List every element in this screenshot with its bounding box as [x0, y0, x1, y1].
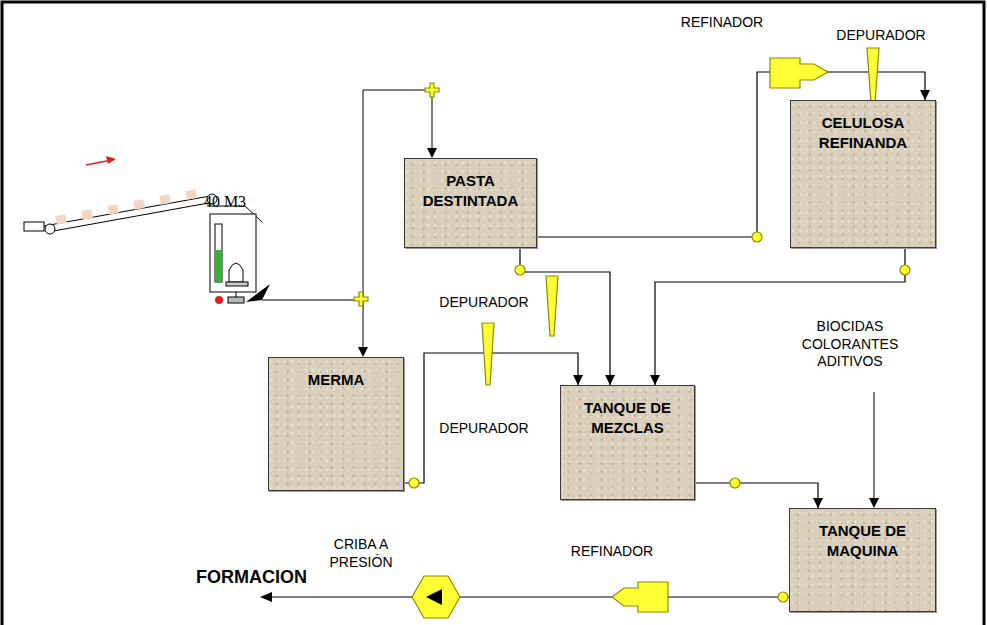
process-tank: CELULOSA REFINANDA	[790, 100, 936, 248]
equipment-label: CRIBA A PRESIÓN	[318, 536, 404, 571]
equipment-label: BIOCIDAS COLORANTES ADITIVOS	[790, 318, 910, 371]
conveyor	[24, 156, 217, 234]
equipment-label: 40 M3	[195, 192, 255, 212]
output-line	[270, 597, 789, 598]
tank-label: PASTA DESTINTADA	[411, 171, 530, 210]
equipment-label: DEPURADOR	[826, 27, 936, 45]
process-tank: MERMA	[268, 357, 404, 491]
pipe-connector	[520, 248, 615, 385]
process-tank: TANQUE DE MEZCLAS	[560, 385, 695, 500]
equipment-label: REFINADOR	[560, 543, 664, 561]
tank-label: TANQUE DE MEZCLAS	[567, 398, 688, 437]
tank-label: MERMA	[275, 370, 397, 390]
additive-line	[874, 392, 875, 500]
pulper-tank	[207, 206, 270, 304]
process-tank: TANQUE DE MAQUINA	[789, 508, 936, 612]
pipe-connector	[404, 353, 583, 483]
equipment-label: REFINADOR	[672, 14, 772, 32]
tank-label: TANQUE DE MAQUINA	[796, 521, 929, 560]
output-label: FORMACION	[196, 566, 336, 589]
equipment-label: DEPURADOR	[428, 294, 540, 312]
equipment-label: DEPURADOR	[426, 420, 542, 438]
process-tank: PASTA DESTINTADA	[404, 158, 537, 248]
tank-label: CELULOSA REFINANDA	[797, 113, 929, 152]
pipe-connector	[695, 483, 823, 508]
